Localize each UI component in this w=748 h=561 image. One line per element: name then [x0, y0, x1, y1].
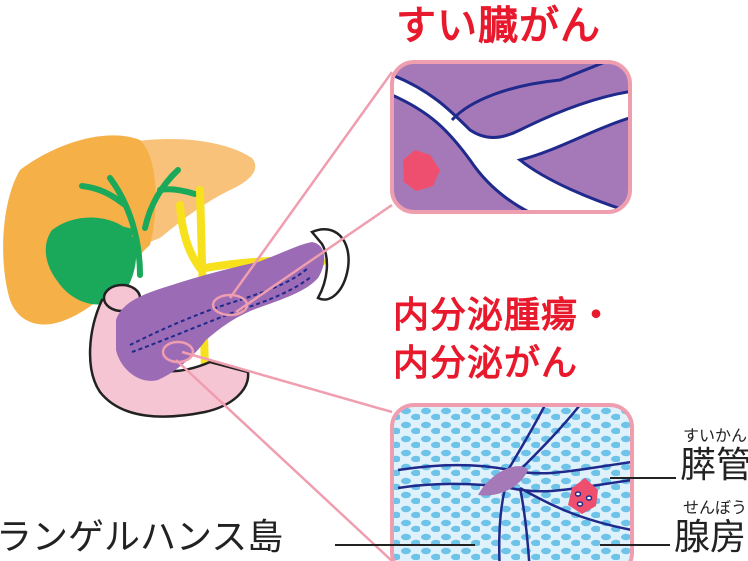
label-acinar-reading: せんぼう: [683, 498, 748, 517]
title-neuroendocrine-line1: 内分泌腫瘍・: [393, 295, 616, 336]
gallbladder: [45, 217, 137, 305]
callout-lines: [161, 71, 394, 561]
callout-pancreatic-cancer: [390, 60, 632, 214]
label-duct: 膵管: [680, 445, 748, 486]
title-neuroendocrine-line2: 内分泌がん: [393, 343, 579, 384]
pancreas: [116, 242, 325, 381]
spleen: [309, 228, 350, 301]
label-islet: ランゲルハンス島: [0, 517, 284, 558]
title-pancreatic-cancer: すい臓がん: [396, 3, 601, 49]
callout-neuroendocrine: [390, 403, 634, 561]
bile-ducts: [79, 167, 198, 278]
leader-lines: [335, 477, 676, 546]
label-duct-reading: すいかん: [683, 426, 748, 445]
label-acinar: 腺房: [674, 517, 747, 558]
